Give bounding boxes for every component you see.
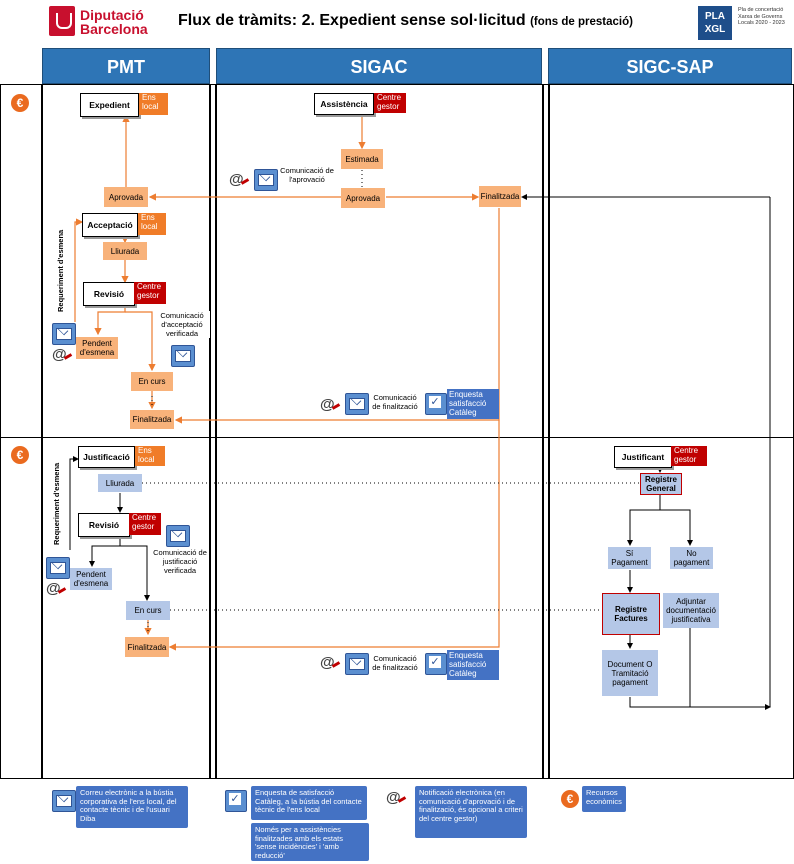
column-header-sigac: SIGAC	[216, 48, 542, 84]
comunicacio-acceptacio-note: Comunicació d'acceptació verificada	[154, 311, 210, 338]
acceptacio-box: Acceptació	[82, 213, 138, 237]
legend-recursos: Recursos econòmics	[582, 786, 626, 812]
state-aprovada: Aprovada	[104, 187, 148, 207]
ens-local-tag: Ens local	[135, 446, 165, 466]
assistencia-box: Assistència	[314, 93, 374, 115]
euro-icon: €	[11, 94, 29, 112]
revisio-box: Revisió	[83, 282, 135, 306]
state-finalitzada: Finalitzada	[130, 410, 174, 429]
state-aprovada: Aprovada	[341, 188, 385, 208]
checkbox-icon	[225, 790, 247, 812]
euro-icon: €	[11, 446, 29, 464]
logo-line2: Barcelona	[80, 21, 148, 37]
justificant-box: Justificant	[614, 446, 672, 468]
title-main: Flux de tràmits: 2. Expedient sense sol·…	[178, 12, 526, 29]
pla-line1: PLA	[705, 11, 725, 22]
euro-icon: €	[561, 790, 579, 808]
title-suffix: (fons de prestació)	[530, 16, 633, 28]
mail-icon	[345, 653, 369, 675]
no-pagament: No pagament	[670, 547, 713, 569]
at-sign-icon: @	[229, 171, 244, 188]
revisio-box: Revisió	[78, 513, 130, 537]
lane-divider-5	[548, 84, 550, 779]
enquesta-label: Enquesta satisfacció Catàleg	[447, 389, 499, 419]
registre-factures: Registre Factures	[602, 593, 660, 635]
legend-enquesta-note: Només per a assistències finalitzades am…	[251, 823, 369, 861]
lane-divider-4	[542, 84, 544, 779]
adjuntar-documentacio: Adjuntar documentació justificativa	[663, 593, 719, 628]
state-finalitzada: Finalitzada	[125, 637, 169, 657]
centre-gestor-tag: Centre gestor	[129, 513, 161, 535]
state-en-curs: En curs	[126, 601, 170, 620]
pla-text: Pla de concertació Xarxa de Governs Loca…	[738, 7, 785, 26]
diputacio-logo-icon	[49, 6, 75, 36]
middle-frame-line	[0, 437, 794, 438]
centre-gestor-tag: Centre gestor	[671, 446, 707, 466]
enquesta-label: Enquesta satisfacció Catàleg	[447, 650, 499, 680]
legend-notificacio: Notificació electrònica (en comunicació …	[415, 786, 527, 838]
document-tramitacio: Document O Tramitació pagament	[602, 650, 658, 696]
comunicacio-aprovacio-note: Comunicació de l'aprovació	[279, 166, 335, 184]
left-frame-line	[0, 84, 1, 779]
expedient-box: Expedient	[80, 93, 139, 117]
state-lliurada: Lliurada	[98, 474, 142, 492]
requeriment-label: Requeriment d'esmena	[56, 229, 65, 312]
mail-icon	[254, 169, 278, 191]
lane-divider-1	[41, 84, 43, 779]
state-pendent-esmena: Pendent d'esmena	[70, 568, 112, 590]
legend-mail: Correu electrònic a la bústia corporativ…	[76, 786, 188, 828]
mail-icon	[171, 345, 195, 367]
lane-divider-3	[215, 84, 217, 779]
comunicacio-justificacio-note: Comunicació de justificació verificada	[152, 548, 208, 575]
at-sign-icon: @	[320, 396, 335, 413]
ens-local-tag: Ens local	[139, 93, 168, 115]
mail-icon	[52, 790, 76, 812]
registre-general: Registre General	[640, 473, 682, 495]
si-pagament: Sí Pagament	[608, 547, 651, 569]
at-sign-icon: @	[52, 346, 67, 363]
logo-line1: Diputació	[80, 7, 144, 23]
at-sign-icon: @	[46, 580, 61, 597]
mail-icon	[52, 323, 76, 345]
centre-gestor-tag: Centre gestor	[134, 282, 166, 304]
comunicacio-finalitzacio-note: Comunicació de finalització	[369, 654, 421, 672]
pla-line2: XGL	[704, 24, 726, 35]
column-header-sigc-sap: SIGC-SAP	[548, 48, 792, 84]
top-frame-line	[0, 84, 794, 85]
state-estimada: Estimada	[341, 149, 383, 169]
column-header-pmt: PMT	[42, 48, 210, 84]
page-title: Flux de tràmits: 2. Expedient sense sol·…	[178, 12, 633, 30]
mail-icon	[345, 393, 369, 415]
state-finalitzada-sigac: Finalitzada	[479, 186, 521, 207]
mail-icon	[46, 557, 70, 579]
state-pendent-esmena: Pendent d'esmena	[76, 337, 118, 359]
justificacio-box: Justificació	[78, 446, 135, 468]
ens-local-tag: Ens local	[138, 213, 166, 235]
mail-icon	[166, 525, 190, 547]
at-sign-icon: @	[320, 654, 335, 671]
comunicacio-finalitzacio-note: Comunicació de finalització	[369, 393, 421, 411]
bottom-frame-line	[0, 778, 794, 779]
logo-text: Diputació Barcelona	[80, 8, 148, 36]
checkbox-icon	[425, 393, 447, 415]
checkbox-icon	[425, 653, 447, 675]
centre-gestor-tag: Centre gestor	[374, 93, 406, 113]
requeriment-label: Requeriment d'esmena	[52, 462, 61, 545]
legend-enquesta: Enquesta de satisfacció Catàleg, a la bú…	[251, 786, 367, 820]
at-sign-icon: @	[386, 789, 401, 806]
pla-xgl-logo: PLA XGL	[698, 6, 732, 40]
state-lliurada: Lliurada	[103, 242, 147, 260]
state-en-curs: En curs	[131, 372, 173, 391]
lane-divider-2	[209, 84, 211, 779]
